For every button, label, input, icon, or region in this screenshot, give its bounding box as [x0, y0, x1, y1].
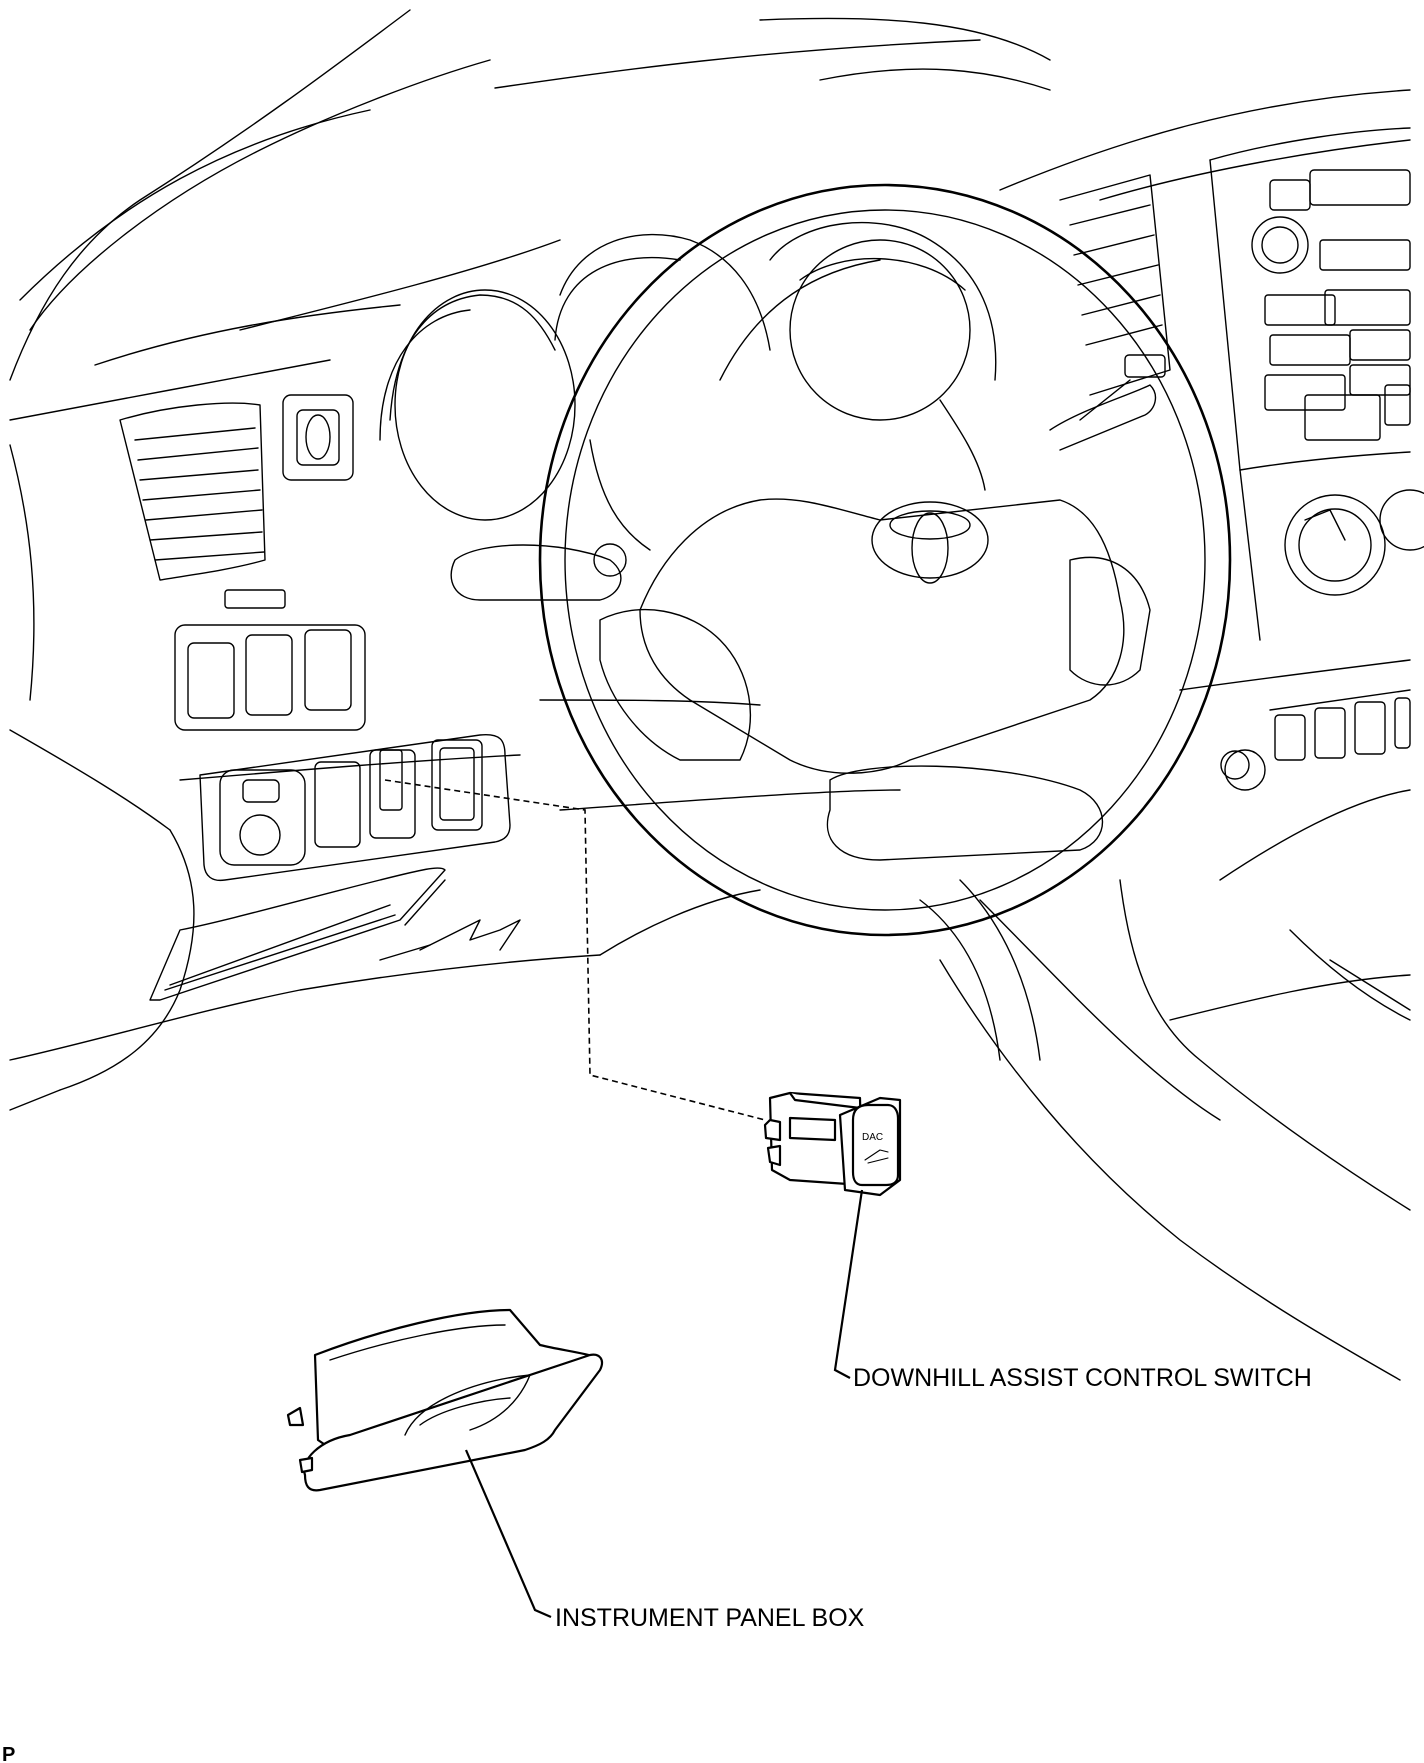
- dac-switch-part: DAC: [763, 1091, 902, 1197]
- lower-switch-panel: [199, 733, 511, 882]
- instrument-panel-box-label: INSTRUMENT PANEL BOX: [555, 1604, 865, 1632]
- instrument-panel-box-leader: [464, 1449, 552, 1619]
- upper-switch-row: [174, 624, 366, 731]
- lower-dash-slot: [149, 867, 521, 1001]
- left-air-vent: [119, 402, 286, 609]
- steering-wheel: [538, 183, 1232, 1061]
- installation-dashed-line: [384, 779, 766, 1121]
- instrument-panel-box-part: [286, 1308, 604, 1492]
- dac-switch-leader: [833, 1189, 864, 1379]
- steering-stalks: [450, 379, 1157, 601]
- gauge-cluster: [379, 221, 997, 551]
- dac-switch-face-text: DAC: [862, 1132, 883, 1143]
- dashboard-outline: [9, 9, 1411, 1381]
- dac-switch-label: DOWNHILL ASSIST CONTROL SWITCH: [853, 1364, 1312, 1392]
- dimmer-knob: [282, 394, 354, 481]
- corner-mark: P: [2, 1744, 15, 1763]
- center-stack: [1059, 127, 1424, 791]
